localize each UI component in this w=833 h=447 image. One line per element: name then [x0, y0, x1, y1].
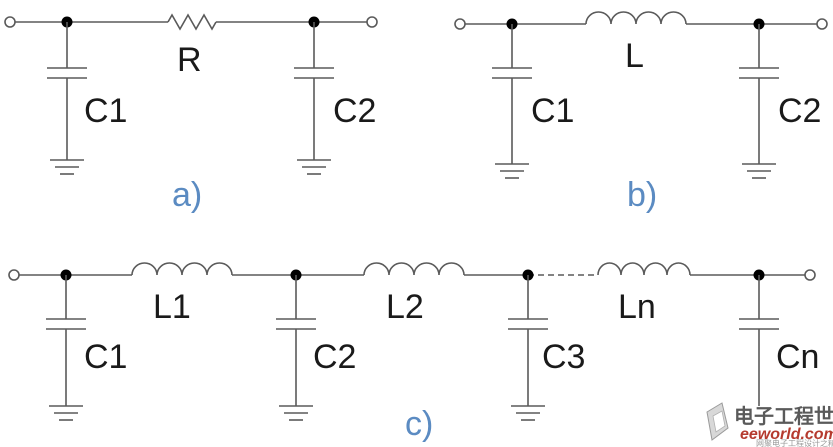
circuit-b-capacitor-c2 — [739, 24, 779, 164]
circuit-b-input-terminal — [454, 18, 466, 30]
circuit-c-cn-label: Cn — [776, 338, 819, 376]
circuit-c-c3-label: C3 — [542, 338, 585, 376]
circuit-a-capacitor-c2 — [294, 22, 334, 160]
circuit-c-ln-label: Ln — [618, 288, 656, 326]
circuit-a-capacitor-c1 — [47, 22, 87, 160]
circuit-c-input-terminal — [8, 269, 20, 281]
circuit-c-capacitor-c3 — [508, 275, 548, 406]
circuit-b-c1-label: C1 — [531, 92, 574, 130]
circuit-c-inductor-l1 — [131, 262, 233, 276]
circuit-b-ground-left — [495, 163, 529, 179]
circuit-c-output-terminal — [804, 269, 816, 281]
circuit-c-capacitor-c2 — [276, 275, 316, 406]
circuit-c-l1-label: L1 — [153, 288, 191, 326]
circuit-c — [8, 262, 816, 421]
watermark-url: eeworld.com.cn — [740, 426, 833, 443]
circuit-b-caption: b) — [627, 176, 657, 214]
circuit-c-inductor-ln — [597, 262, 691, 276]
circuit-b-inductor — [585, 11, 687, 25]
circuit-b — [454, 11, 828, 179]
circuit-c-c1-label: C1 — [84, 338, 127, 376]
circuit-a-r-label: R — [177, 41, 202, 79]
circuit-a-input-terminal — [4, 16, 16, 28]
circuit-c-l2-label: L2 — [386, 288, 424, 326]
circuit-c-c2-label: C2 — [313, 338, 356, 376]
circuit-b-output-terminal — [816, 18, 828, 30]
watermark-subtitle: 网聚电子工程设计之精 — [756, 438, 833, 447]
circuit-b-capacitor-c1 — [492, 24, 532, 164]
circuit-c-ground-1 — [49, 405, 83, 421]
circuit-a-output-terminal — [366, 16, 378, 28]
circuit-b-l-label: L — [625, 37, 644, 75]
circuit-c-inductor-l2 — [363, 262, 465, 276]
circuit-a-c2-label: C2 — [333, 92, 376, 130]
circuit-c-ground-3 — [511, 405, 545, 421]
eeworld-watermark: 电子工程世界 eeworld.com.cn 网聚电子工程设计之精 — [706, 402, 833, 447]
eeworld-logo-icon — [706, 402, 729, 441]
circuit-a-ground-left — [50, 159, 84, 175]
circuit-c-capacitor-cn — [739, 275, 779, 406]
circuit-b-ground-right — [742, 163, 776, 179]
circuit-a-c1-label: C1 — [84, 92, 127, 130]
circuit-b-c2-label: C2 — [778, 92, 821, 130]
circuit-a-caption: a) — [172, 176, 202, 214]
circuit-a-resistor — [167, 13, 217, 31]
watermark-title: 电子工程世界 — [734, 404, 833, 428]
circuit-a-ground-right — [297, 159, 331, 175]
circuit-c-caption: c) — [405, 405, 433, 443]
circuit-a — [4, 13, 378, 175]
circuit-c-ground-2 — [279, 405, 313, 421]
circuit-c-capacitor-c1 — [46, 275, 86, 406]
